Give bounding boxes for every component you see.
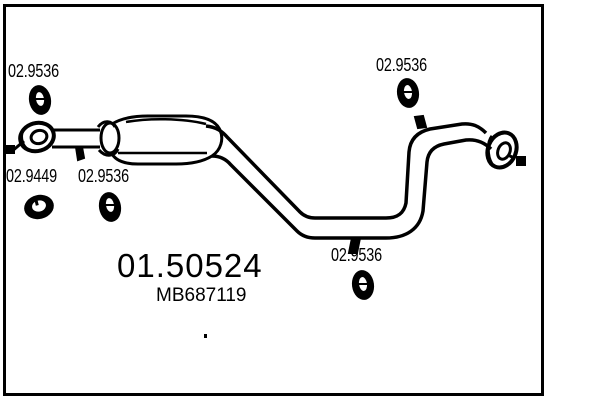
speck-artifact	[204, 334, 207, 338]
oem-number-subtitle: MB687119	[156, 285, 247, 306]
mid-pipe-bottom-line	[211, 154, 386, 240]
tailpipe-flange-bore	[496, 141, 512, 161]
hanger-bracket-mid	[347, 237, 362, 254]
callout-label-lower-left-ring: 02.9449	[6, 166, 57, 186]
hanger-bracket-rear	[413, 114, 428, 130]
drawing-border	[3, 4, 544, 396]
rear-s-bend-inner	[385, 122, 488, 220]
muffler-top-seam	[125, 117, 207, 126]
callout-label-bottom-middle: 02.9536	[331, 245, 382, 265]
inlet-flange-bore	[29, 128, 49, 146]
tailpipe-mount-tab	[516, 156, 526, 166]
muffler-inlet-collar-lower	[97, 148, 120, 157]
rear-s-bend-outer	[385, 138, 493, 240]
inlet-mount-tab	[6, 145, 15, 154]
mid-pipe-top-line	[205, 124, 386, 220]
muffler-body-shell	[109, 114, 224, 166]
callout-label-lower-left-oval: 02.9536	[78, 166, 129, 186]
gasket-icon-ring	[24, 194, 54, 220]
muffler-inlet-bore	[99, 121, 121, 155]
inlet-flange-outer-ring	[18, 120, 56, 154]
part-number-title: 01.50524	[117, 247, 263, 284]
gasket-icon-top-left	[28, 85, 52, 115]
callout-label-top-left: 02.9536	[8, 61, 59, 81]
gasket-icon-lower-left	[98, 192, 122, 222]
tailpipe-tab-stem	[507, 153, 515, 160]
callout-label-top-right: 02.9536	[376, 55, 427, 75]
tailpipe-flange-edge	[486, 135, 494, 165]
gasket-icon-bottom-middle	[351, 270, 375, 300]
inlet-flange-edge	[20, 128, 28, 150]
hanger-bracket-inlet	[74, 146, 86, 162]
gasket-icon-top-right	[396, 78, 420, 108]
